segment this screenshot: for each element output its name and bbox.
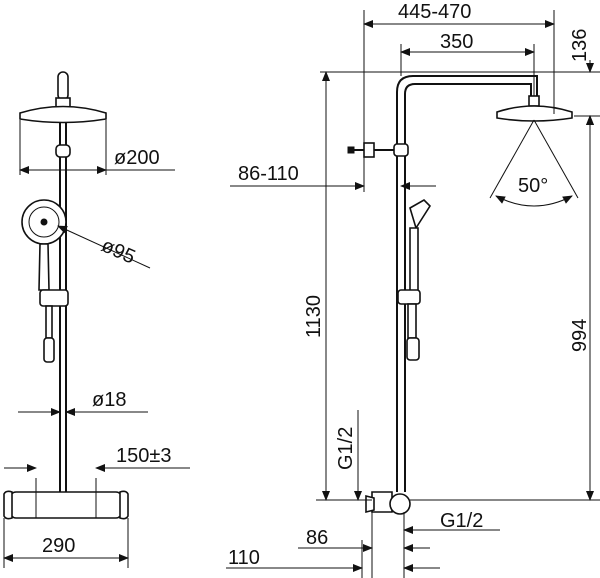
label-spray-angle: 50° [518,175,548,197]
label-inlet-thread-vertical: G1/2 [335,427,357,470]
side-mixer [371,491,393,513]
label-mixer-width: 290 [42,535,75,557]
side-hand-shower [409,199,432,230]
label-spacing: 150±3 [116,445,171,467]
side-dimensions: 445-470 350 136 86-110 1130 994 G1/2 G1/… [226,1,600,578]
front-mixer [9,491,123,519]
label-clamp-distance: 86-110 [238,163,299,185]
front-shower-head [19,105,107,124]
hand-shower-handle [38,243,50,291]
label-arm-reach: 445-470 [398,1,471,23]
side-view: 50° [347,75,579,515]
label-offset-110: 110 [228,547,260,569]
label-total-height: 1130 [303,295,325,338]
side-shower-head [496,105,573,122]
label-hand-shower-diameter: ø95 [98,234,138,268]
front-view [3,71,129,520]
label-inlet-thread-horizontal: G1/2 [440,510,483,532]
side-slider [397,289,421,305]
label-arm-length: 350 [440,31,473,53]
side-rail [396,75,538,492]
front-slider [39,289,69,307]
label-head-height: 994 [569,319,591,352]
label-top-height: 136 [569,29,591,62]
front-clamp [55,144,71,158]
label-head-diameter: ø200 [114,147,160,169]
label-offset-86: 86 [306,527,328,549]
front-top-cap [57,71,69,101]
label-rail-diameter: ø18 [92,389,126,411]
